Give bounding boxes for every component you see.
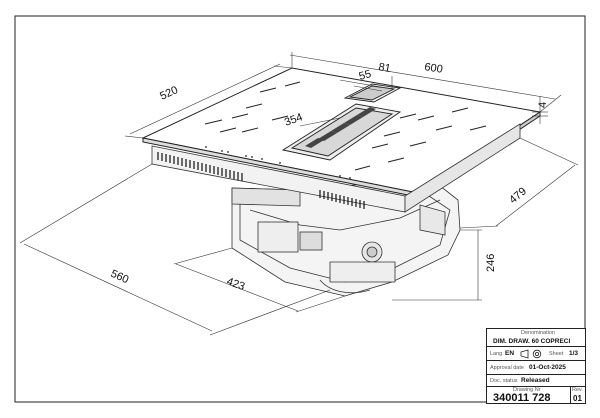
dim-560: 560 [109, 268, 131, 286]
rev-label: Rev. [572, 387, 583, 393]
drawing-cell: Drawing Nr 340011 728 [487, 387, 571, 404]
projection-symbol-icon [520, 349, 542, 359]
dim-520: 520 [158, 84, 180, 103]
dim-55: 55 [358, 68, 373, 83]
lang-value: EN [505, 350, 515, 357]
dim-423: 423 [225, 276, 246, 294]
dim-600: 600 [424, 61, 444, 76]
status-value: Released [521, 377, 550, 384]
approval-label: Approval date [490, 365, 524, 371]
approval-value: 01-Oct-2025 [529, 364, 566, 371]
denomination-cell: Denomination DIM. DRAW. 60 COPRECI [487, 329, 585, 347]
cooking-zone-marks [204, 81, 487, 171]
dimension-lines [19, 52, 579, 336]
front-trim [151, 123, 521, 213]
status-cell: Doc. status Released [487, 375, 585, 387]
dim-81: 81 [377, 61, 391, 75]
drawing-frame [14, 15, 586, 403]
lang-cell: Lang EN Sheet 1/3 [487, 347, 585, 361]
status-label: Doc. status [490, 378, 518, 384]
rev-value: 01 [573, 394, 582, 403]
sheet-value: 1/3 [569, 350, 579, 357]
downdraft-extractor [281, 83, 402, 161]
dim-246: 246 [485, 254, 497, 272]
drawing-value: 340011 728 [493, 392, 551, 404]
approval-cell: Approval date 01-Oct-2025 [487, 361, 585, 375]
title-block: Denomination DIM. DRAW. 60 COPRECI Lang … [486, 328, 586, 404]
dim-4: 4 [537, 102, 549, 108]
rev-cell: Rev. 01 [571, 387, 585, 403]
denomination-value: DIM. DRAW. 60 COPRECI [493, 338, 571, 345]
drawing-label: Drawing Nr [513, 387, 541, 393]
denomination-label: Denomination [521, 330, 555, 336]
sheet-label: Sheet [549, 351, 564, 357]
dim-354: 354 [283, 111, 304, 129]
touch-controls [205, 146, 351, 179]
lang-label: Lang [490, 351, 503, 357]
